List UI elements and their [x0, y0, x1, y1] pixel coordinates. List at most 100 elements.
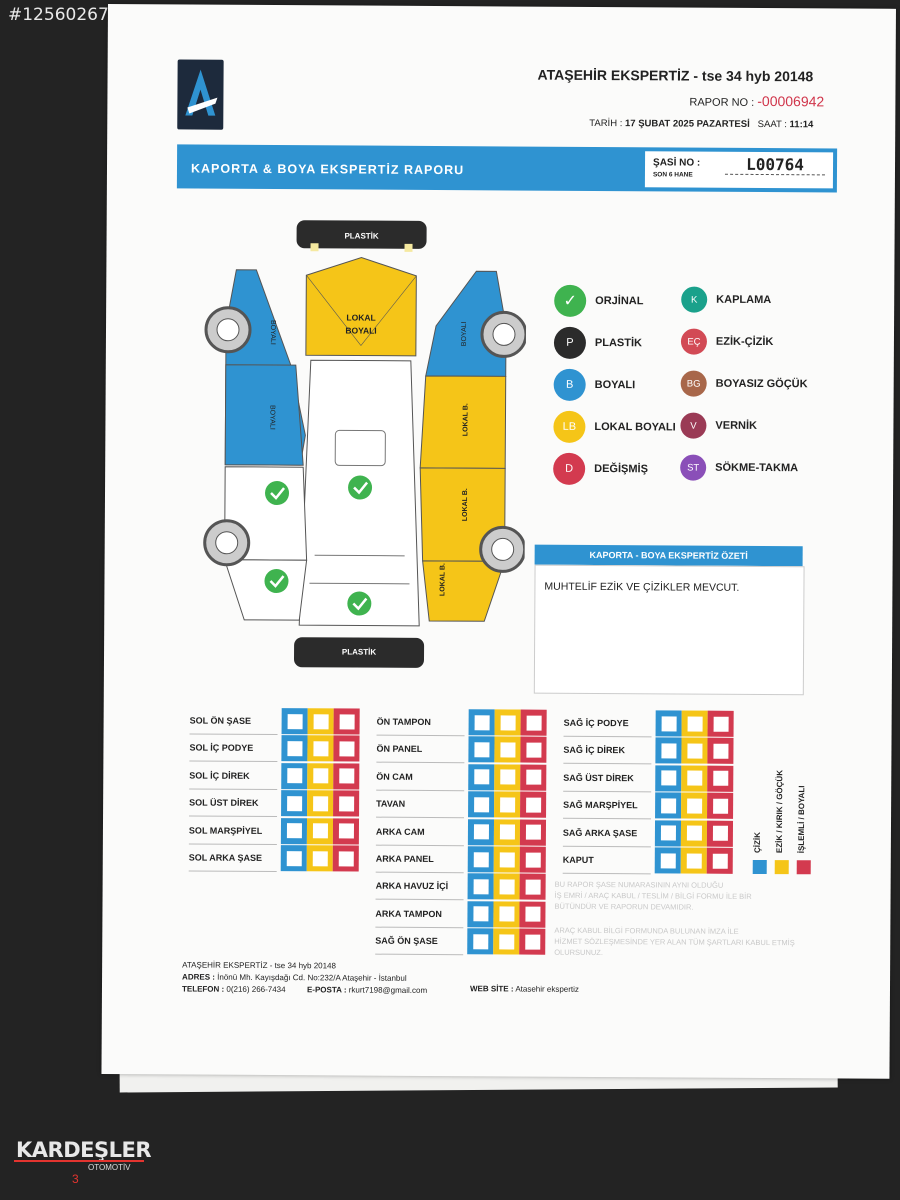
part-row-right-1: SAĞ İÇ DİREK: [563, 737, 625, 763]
part-label: ÖN CAM: [376, 771, 413, 782]
part-label: ARKA HAVUZ İÇİ: [375, 881, 449, 892]
part-row-left-0: SOL ÖN ŞASE: [190, 708, 252, 734]
right-rear-label: LOKAL B.: [439, 563, 446, 596]
part-label: SOL ARKA ŞASE: [188, 852, 263, 863]
blue-damage-checkbox[interactable]: [467, 818, 495, 845]
blue-damage-checkbox[interactable]: [280, 817, 308, 844]
part-checkboxes: [655, 710, 734, 737]
red-damage-checkbox[interactable]: [333, 735, 360, 762]
blue-damage-checkbox[interactable]: [280, 845, 307, 872]
red-damage-checkbox[interactable]: [519, 928, 546, 955]
part-row-right-2: SAĞ ÜST DİREK: [563, 765, 634, 791]
footer-website: WEB SİTE : Atasehir ekspertiz: [469, 984, 579, 994]
red-damage-checkbox[interactable]: [519, 873, 546, 901]
yellow-damage-checkbox[interactable]: [681, 737, 708, 765]
red-damage-checkbox[interactable]: [333, 708, 360, 735]
part-row-middle-8: SAĞ ÖN ŞASE: [375, 928, 438, 954]
company-title: ATAŞEHİR EKSPERTİZ - tse 34 hyb 20148: [537, 66, 814, 85]
part-checkboxes: [281, 762, 360, 790]
yellow-damage-checkbox[interactable]: [307, 763, 334, 790]
blue-damage-checkbox[interactable]: [654, 819, 682, 847]
blue-damage-checkbox[interactable]: [281, 790, 308, 817]
part-row-right-3: SAĞ MARŞPİYEL: [563, 792, 638, 818]
red-damage-checkbox[interactable]: [707, 710, 734, 737]
red-damage-checkbox[interactable]: [707, 765, 734, 792]
legend-vernik-icon: V: [680, 412, 707, 439]
part-label: SAĞ İÇ DİREK: [563, 745, 625, 756]
yellow-damage-checkbox[interactable]: [494, 791, 521, 818]
red-damage-checkbox[interactable]: [707, 738, 734, 765]
damage-legend-red: [796, 860, 811, 875]
blue-damage-checkbox[interactable]: [467, 901, 494, 928]
blue-damage-checkbox[interactable]: [655, 710, 682, 737]
blue-damage-checkbox[interactable]: [467, 928, 494, 955]
legend-sokme-takma-icon: ST: [680, 454, 707, 481]
front-bumper-part: [296, 220, 427, 249]
red-damage-checkbox[interactable]: [520, 764, 547, 791]
red-damage-checkbox[interactable]: [519, 846, 546, 873]
part-label: SOL ÜST DİREK: [189, 797, 259, 809]
yellow-damage-checkbox[interactable]: [493, 818, 521, 846]
part-checkboxes: [467, 873, 546, 901]
red-damage-checkbox[interactable]: [519, 819, 547, 846]
yellow-damage-checkbox[interactable]: [306, 845, 333, 872]
blue-damage-checkbox[interactable]: [467, 846, 494, 873]
red-damage-checkbox[interactable]: [520, 709, 547, 736]
blue-damage-checkbox[interactable]: [281, 708, 308, 735]
part-label: SAĞ İÇ PODYE: [563, 717, 629, 729]
legend-boyali-icon: B: [553, 368, 586, 401]
yellow-damage-checkbox[interactable]: [494, 709, 521, 736]
yellow-damage-checkbox[interactable]: [494, 764, 521, 791]
blue-damage-checkbox[interactable]: [468, 764, 495, 791]
blue-damage-checkbox[interactable]: [654, 847, 681, 874]
blue-damage-checkbox[interactable]: [281, 735, 308, 762]
logo-a-icon: [185, 69, 218, 116]
part-checkboxes: [654, 847, 733, 874]
right-rear-door-label: LOKAL B.: [462, 488, 469, 521]
right-door-label: LOKAL B.: [462, 403, 469, 436]
red-damage-checkbox[interactable]: [332, 845, 359, 872]
yellow-damage-checkbox[interactable]: [680, 820, 708, 847]
blue-damage-checkbox[interactable]: [655, 792, 682, 819]
red-damage-checkbox[interactable]: [707, 792, 734, 820]
blue-damage-checkbox[interactable]: [468, 736, 495, 763]
yellow-damage-checkbox[interactable]: [307, 708, 334, 735]
red-damage-checkbox[interactable]: [706, 847, 733, 874]
yellow-damage-checkbox[interactable]: [494, 736, 521, 763]
blue-damage-checkbox[interactable]: [468, 709, 495, 736]
red-damage-checkbox[interactable]: [332, 817, 360, 845]
check-left-rear-door: [265, 481, 290, 506]
part-label: ARKA TAMPON: [375, 908, 442, 919]
yellow-damage-checkbox[interactable]: [681, 710, 708, 737]
blue-damage-checkbox[interactable]: [655, 765, 682, 792]
part-checkboxes: [467, 818, 547, 846]
yellow-damage-checkbox[interactable]: [681, 765, 708, 792]
red-damage-checkbox[interactable]: [706, 820, 734, 847]
yellow-damage-checkbox[interactable]: [493, 873, 520, 900]
red-damage-checkbox[interactable]: [519, 901, 546, 928]
legend-degismis: D DEĞİŞMİŞ: [553, 452, 648, 486]
red-damage-checkbox[interactable]: [520, 736, 547, 764]
red-damage-checkbox[interactable]: [333, 790, 360, 817]
part-label: SOL İÇ PODYE: [189, 742, 254, 754]
damage-legend-cizik: ÇİZİK: [752, 832, 762, 854]
part-row-right-4: SAĞ ARKA ŞASE: [563, 819, 638, 845]
hood-label-1: LOKAL: [346, 312, 375, 322]
red-damage-checkbox[interactable]: [520, 791, 547, 818]
yellow-damage-checkbox[interactable]: [307, 735, 334, 762]
blue-damage-checkbox[interactable]: [467, 873, 494, 900]
yellow-damage-checkbox[interactable]: [493, 901, 520, 928]
red-damage-checkbox[interactable]: [333, 763, 360, 790]
blue-damage-checkbox[interactable]: [281, 762, 308, 790]
yellow-damage-checkbox[interactable]: [493, 928, 520, 955]
yellow-damage-checkbox[interactable]: [307, 790, 334, 817]
blue-damage-checkbox[interactable]: [655, 737, 682, 764]
part-checkboxes: [655, 737, 734, 765]
yellow-damage-checkbox[interactable]: [680, 847, 707, 874]
part-row-middle-7: ARKA TAMPON: [375, 900, 442, 926]
yellow-damage-checkbox[interactable]: [306, 817, 334, 844]
yellow-damage-checkbox[interactable]: [493, 846, 520, 873]
yellow-damage-checkbox[interactable]: [681, 792, 708, 819]
part-row-divider: [375, 953, 464, 956]
blue-damage-checkbox[interactable]: [468, 791, 495, 818]
